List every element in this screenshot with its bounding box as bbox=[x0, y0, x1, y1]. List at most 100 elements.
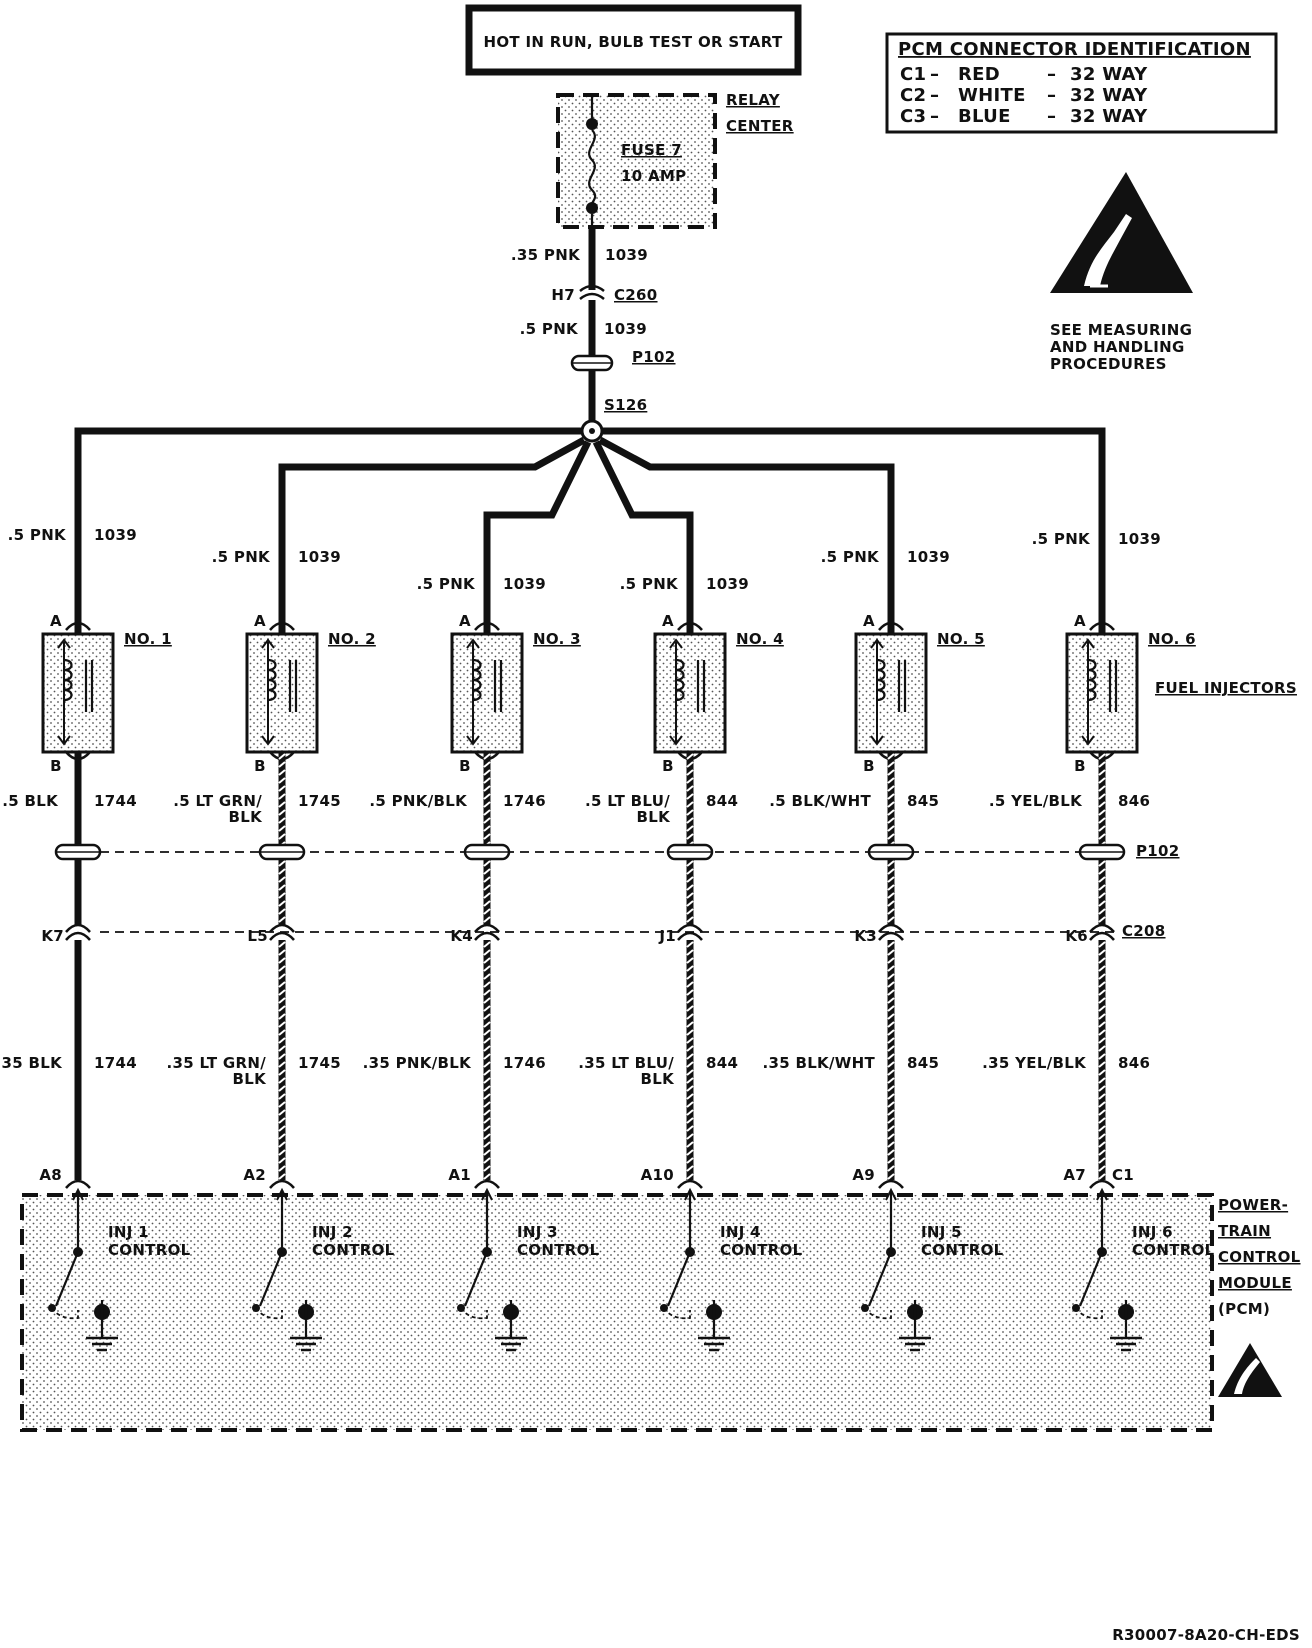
feed-wire-color: .5 PNK bbox=[821, 548, 880, 566]
relay-center: RELAY CENTER bbox=[556, 91, 793, 229]
pcm-wire-color: .35 LT BLU/ bbox=[578, 1054, 674, 1072]
pcm-wire-color: .35 BLK bbox=[0, 1054, 63, 1072]
out-wire-circuit: 1744 bbox=[94, 792, 137, 810]
pin-a-label: A bbox=[863, 612, 875, 630]
esd-notice-line-2: AND HANDLING bbox=[1050, 338, 1185, 356]
out-wire-color: .5 LT BLU/ bbox=[585, 792, 670, 810]
feed-wire-circuit: 1039 bbox=[1118, 530, 1161, 548]
pcm-c1-label: C1 bbox=[1112, 1166, 1134, 1184]
injector-name: NO. 4 bbox=[736, 630, 784, 648]
injector-control-label: INJ 4 bbox=[720, 1223, 761, 1241]
connector-dash: – bbox=[1047, 106, 1056, 127]
connector-row-c2: C2 – WHITE – 32 WAY bbox=[900, 85, 1148, 106]
c208-pin-label: L5 bbox=[247, 927, 268, 945]
injector-name: NO. 5 bbox=[937, 630, 985, 648]
pin-a-label: A bbox=[459, 612, 471, 630]
connector-type: 32 WAY bbox=[1070, 64, 1148, 85]
footer-code: R30007-8A20-CH-EDS bbox=[1112, 1626, 1300, 1644]
pcm-wire-color-2: BLK bbox=[640, 1070, 675, 1088]
pin-b-label: B bbox=[50, 757, 62, 775]
c208-label: C208 bbox=[1122, 922, 1166, 940]
pin-a-label: A bbox=[254, 612, 266, 630]
injector-control-label-2: CONTROL bbox=[312, 1241, 395, 1259]
injector-control-label-2: CONTROL bbox=[720, 1241, 803, 1259]
injector-feed-bus bbox=[74, 427, 1106, 610]
out-wire-circuit: 844 bbox=[706, 792, 738, 810]
injector-control-label: INJ 1 bbox=[108, 1223, 149, 1241]
fuel-injector-6 bbox=[1065, 632, 1139, 754]
injector-control-label: INJ 5 bbox=[921, 1223, 962, 1241]
p102-feed-label: P102 bbox=[632, 348, 676, 366]
feed-wire-circuit: 1039 bbox=[503, 575, 546, 593]
pcm-module: POWER- TRAIN CONTROL MODULE (PCM) C1 bbox=[20, 1166, 1300, 1432]
esd-notice-line-1: SEE MEASURING bbox=[1050, 321, 1192, 339]
out-wire-color: .5 YEL/BLK bbox=[989, 792, 1083, 810]
pin-a-label: A bbox=[1074, 612, 1086, 630]
connector-type: 32 WAY bbox=[1070, 106, 1148, 127]
pcm-pin-label: A1 bbox=[448, 1166, 471, 1184]
c208-pin-label: K3 bbox=[854, 927, 877, 945]
pcm-connector-table: PCM CONNECTOR IDENTIFICATION C1 – RED – … bbox=[885, 32, 1278, 134]
injector-control-label: INJ 2 bbox=[312, 1223, 353, 1241]
connector-dash: – bbox=[1047, 64, 1056, 85]
feed-wire-color: .5 PNK bbox=[212, 548, 271, 566]
connector-dash: – bbox=[930, 85, 939, 106]
pcm-esd-icon bbox=[1218, 1343, 1282, 1397]
pcm-pin-label: A10 bbox=[641, 1166, 674, 1184]
esd-notice-line-3: PROCEDURES bbox=[1050, 355, 1167, 373]
pcm-wire-color-2: BLK bbox=[232, 1070, 267, 1088]
pin-b-label: B bbox=[1074, 757, 1086, 775]
pcm-wire-circuit: 1744 bbox=[94, 1054, 137, 1072]
pcm-wire-circuit: 1746 bbox=[503, 1054, 546, 1072]
injector-control-label: INJ 6 bbox=[1132, 1223, 1173, 1241]
p102-label: P102 bbox=[1136, 842, 1180, 860]
injector-name: NO. 3 bbox=[533, 630, 581, 648]
injector-control-label-2: CONTROL bbox=[921, 1241, 1004, 1259]
feed-upper-circuit: 1039 bbox=[605, 246, 648, 264]
fuse-label: FUSE 7 bbox=[621, 141, 682, 159]
out-wire-color: .5 LT GRN/ bbox=[173, 792, 262, 810]
out-wire-circuit: 846 bbox=[1118, 792, 1150, 810]
injector-driver-switch-1 bbox=[48, 1187, 118, 1352]
pcm-wire-circuit: 846 bbox=[1118, 1054, 1150, 1072]
pcm-pin-label: A7 bbox=[1063, 1166, 1086, 1184]
feed-wire-color: .5 PNK bbox=[8, 526, 67, 544]
pin-a-label: A bbox=[662, 612, 674, 630]
injector-control-label-2: CONTROL bbox=[517, 1241, 600, 1259]
pcm-wire-color: .35 YEL/BLK bbox=[982, 1054, 1087, 1072]
pcm-connector-table-title: PCM CONNECTOR IDENTIFICATION bbox=[898, 39, 1251, 60]
s126-label: S126 bbox=[604, 396, 647, 414]
fuel-injector-4 bbox=[653, 632, 727, 754]
feed-lower-color: .5 PNK bbox=[520, 320, 579, 338]
esd-warning-icon bbox=[1050, 172, 1193, 293]
pin-b-label: B bbox=[662, 757, 674, 775]
injector-driver-switch-2 bbox=[252, 1187, 322, 1352]
connector-row-c1: C1 – RED – 32 WAY bbox=[900, 64, 1148, 85]
connector-color: BLUE bbox=[958, 106, 1011, 127]
injector-driver-switch-5 bbox=[861, 1187, 931, 1352]
c208-pin-label: J1 bbox=[658, 927, 676, 945]
pcm-label-1: POWER- bbox=[1218, 1196, 1288, 1214]
connector-color: WHITE bbox=[958, 85, 1026, 106]
out-wire-color: .5 BLK/WHT bbox=[769, 792, 871, 810]
pcm-pin-label: A9 bbox=[852, 1166, 875, 1184]
pcm-wire-color: .35 BLK/WHT bbox=[762, 1054, 875, 1072]
injector-name: NO. 1 bbox=[124, 630, 172, 648]
connector-row-c3: C3 – BLUE – 32 WAY bbox=[900, 106, 1148, 127]
fuse-7: FUSE 7 10 AMP bbox=[586, 95, 686, 227]
pcm-label-2: TRAIN bbox=[1218, 1222, 1271, 1240]
pcm-wire-circuit: 844 bbox=[706, 1054, 738, 1072]
esd-notice: SEE MEASURING AND HANDLING PROCEDURES bbox=[1050, 321, 1192, 373]
out-wire-color: .5 PNK/BLK bbox=[369, 792, 468, 810]
feed-wire-circuit: 1039 bbox=[907, 548, 950, 566]
out-wire-color-2: BLK bbox=[228, 808, 263, 826]
injector-control-label-2: CONTROL bbox=[108, 1241, 191, 1259]
out-wire-circuit: 1746 bbox=[503, 792, 546, 810]
c260-label: C260 bbox=[614, 286, 658, 304]
